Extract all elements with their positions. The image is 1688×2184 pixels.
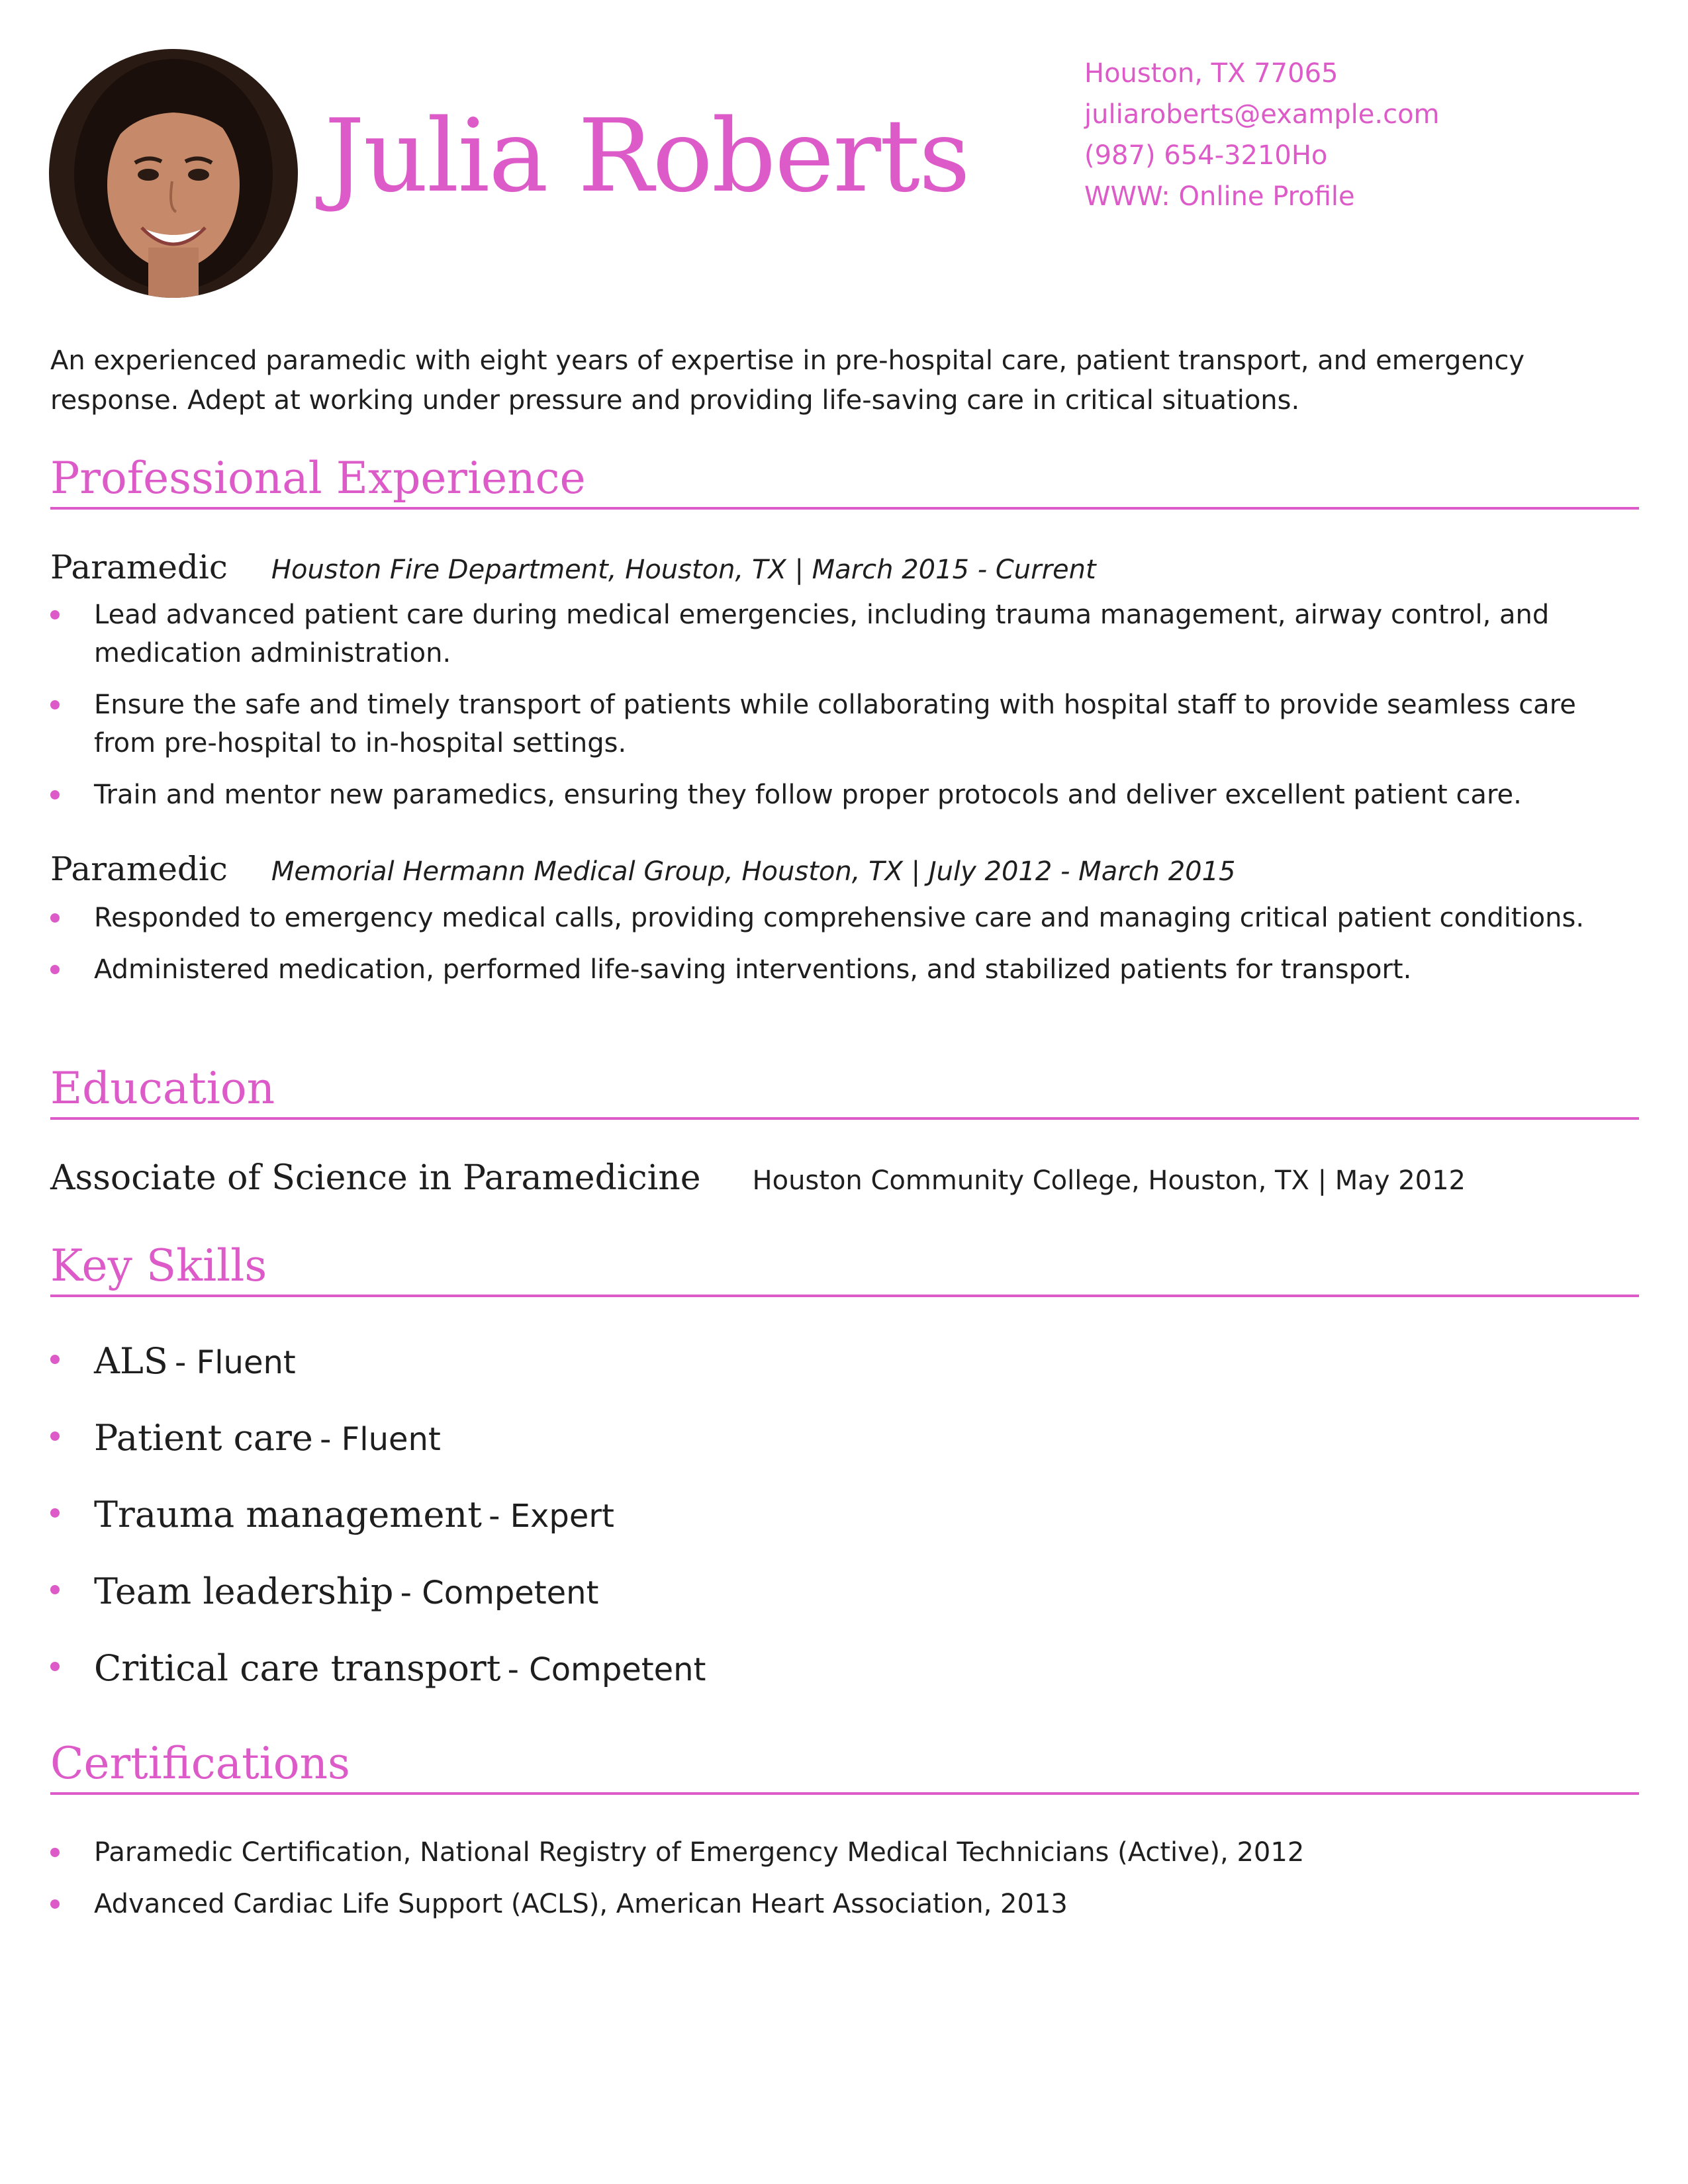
- skill-item: ALS - Fluent: [50, 1340, 706, 1417]
- skill-level: - Expert: [489, 1498, 614, 1535]
- section-title-certifications: Certifications: [50, 1738, 350, 1789]
- skill-level: - Fluent: [320, 1421, 441, 1458]
- skill-level: - Competent: [507, 1651, 706, 1688]
- list-item: Paramedic Certification, National Regist…: [50, 1833, 1626, 1872]
- skill-level: - Fluent: [175, 1344, 296, 1381]
- skill-name: Trauma management: [94, 1494, 482, 1535]
- skill-item: Trauma management - Expert: [50, 1494, 706, 1570]
- list-item: Responded to emergency medical calls, pr…: [50, 899, 1626, 937]
- skill-level: - Competent: [400, 1574, 599, 1612]
- skill-item: Patient care - Fluent: [50, 1417, 706, 1494]
- job-bullets: Responded to emergency medical calls, pr…: [50, 899, 1626, 989]
- job-meta: Houston Fire Department, Houston, TX | M…: [271, 555, 1096, 585]
- contact-address: Houston, TX 77065: [1084, 58, 1338, 89]
- job-meta: Memorial Hermann Medical Group, Houston,…: [271, 856, 1236, 887]
- job-header: Paramedic Memorial Hermann Medical Group…: [50, 850, 1236, 888]
- contact-website[interactable]: WWW: Online Profile: [1084, 181, 1355, 212]
- list-item: Ensure the safe and timely transport of …: [50, 686, 1626, 762]
- section-divider: [50, 1792, 1639, 1795]
- skill-name: Patient care: [94, 1417, 313, 1459]
- section-title-experience: Professional Experience: [50, 453, 586, 504]
- contact-email[interactable]: juliaroberts@example.com: [1084, 99, 1440, 130]
- profile-photo: [49, 49, 298, 298]
- education-meta: Houston Community College, Houston, TX |…: [752, 1165, 1466, 1196]
- skill-name: ALS: [94, 1340, 168, 1382]
- skill-name: Team leadership: [94, 1570, 394, 1612]
- section-divider: [50, 507, 1639, 510]
- candidate-name: Julia Roberts: [324, 97, 970, 214]
- section-title-education: Education: [50, 1063, 275, 1114]
- skill-item: Critical care transport - Competent: [50, 1647, 706, 1724]
- skills-list: ALS - Fluent Patient care - Fluent Traum…: [50, 1340, 706, 1724]
- contact-info: Houston, TX 77065 juliaroberts@example.c…: [1084, 53, 1440, 217]
- section-divider: [50, 1295, 1639, 1297]
- list-item: Train and mentor new paramedics, ensurin…: [50, 776, 1626, 814]
- list-item: Lead advanced patient care during medica…: [50, 596, 1626, 672]
- certifications-list: Paramedic Certification, National Regist…: [50, 1833, 1626, 1923]
- job-title: Paramedic: [50, 548, 228, 586]
- summary: An experienced paramedic with eight year…: [50, 345, 1525, 416]
- job-title: Paramedic: [50, 850, 228, 888]
- job-bullets: Lead advanced patient care during medica…: [50, 596, 1626, 814]
- section-divider: [50, 1117, 1639, 1120]
- education-entry: Associate of Science in Paramedicine Hou…: [50, 1158, 1466, 1198]
- section-title-skills: Key Skills: [50, 1240, 267, 1291]
- skill-name: Critical care transport: [94, 1647, 501, 1689]
- education-degree: Associate of Science in Paramedicine: [50, 1158, 701, 1198]
- list-item: Advanced Cardiac Life Support (ACLS), Am…: [50, 1885, 1626, 1923]
- list-item: Administered medication, performed life-…: [50, 950, 1626, 989]
- job-header: Paramedic Houston Fire Department, Houst…: [50, 548, 1096, 586]
- skill-item: Team leadership - Competent: [50, 1570, 706, 1647]
- contact-phone: (987) 654-3210Ho: [1084, 140, 1328, 171]
- profile-photo-image: [49, 49, 298, 298]
